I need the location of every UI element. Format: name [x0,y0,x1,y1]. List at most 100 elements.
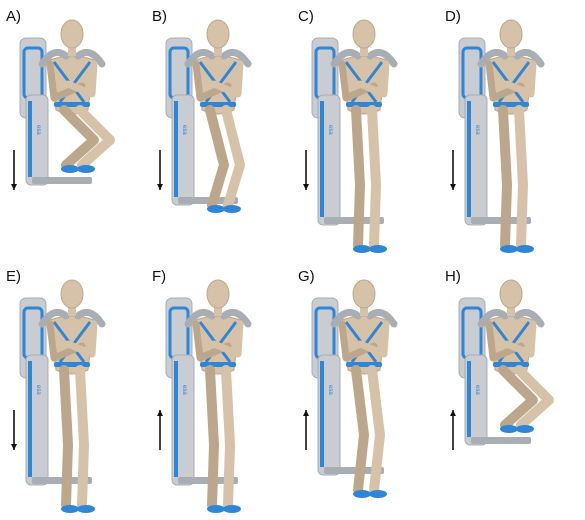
leg-column-stripe [320,361,324,467]
arrow-down-icon [450,150,456,190]
panel-illustration: esa [292,0,438,260]
esa-logo-text: esa [327,125,333,135]
panel-illustration: esa [292,260,438,520]
shoe-right [516,425,534,433]
shoe-right [223,205,241,213]
head [61,280,83,308]
leg-column-stripe [467,361,471,437]
shoe-left [353,245,371,253]
panel-h: esa H) [439,260,585,520]
shoe-right [369,245,387,253]
esa-logo-text: esa [181,385,187,395]
panel-illustration: esa [146,0,292,260]
esa-logo-text: esa [181,125,187,135]
shoe-right [77,165,95,173]
leg-column-stripe [467,101,471,217]
leg-right [519,110,523,245]
arrow-up-icon [157,410,163,450]
panel-label: G) [298,268,315,285]
leg-right [372,370,380,490]
panel-illustration: esa [439,0,585,260]
arrow-down-icon [157,150,163,190]
foot-plate [32,177,92,184]
panel-illustration: esa [0,0,146,260]
leg-column-stripe [174,361,178,477]
arrow-head [11,184,17,190]
panel-f: esa F) [146,260,292,520]
panel-illustration: esa [0,260,146,520]
shoe-right [516,245,534,253]
waist-belt [346,362,382,367]
head [207,20,229,48]
leg-left [64,370,68,505]
head [500,280,522,308]
shoe-left [353,490,371,498]
foot-plate [471,437,531,444]
shoe-left [500,425,518,433]
panel-label: A) [6,8,21,25]
arrow-head [450,410,456,416]
arrow-head [157,410,163,416]
waist-belt [200,102,236,107]
arrow-head [303,184,309,190]
waist-belt [200,362,236,367]
leg-column-stripe [174,101,178,197]
shoe-left [207,205,225,213]
shoe-right [369,490,387,498]
panel-label: B) [152,8,167,25]
esa-logo-text: esa [35,125,41,135]
panel-b: esa B) [146,0,292,260]
head [61,20,83,48]
leg-left [503,110,507,245]
head [353,280,375,308]
arrow-head [303,410,309,416]
panel-label: C) [298,8,314,25]
esa-logo-text: esa [327,385,333,395]
arrow-head [450,184,456,190]
panel-label: F) [152,268,166,285]
waist-belt [493,102,529,107]
arrow-head [11,444,17,450]
panel-d: esa D) [439,0,585,260]
arrow-up-icon [303,410,309,450]
waist-belt [346,102,382,107]
leg-left [356,110,360,245]
esa-logo-text: esa [474,385,480,395]
arrow-down-icon [11,410,17,450]
shoe-left [500,245,518,253]
head [207,280,229,308]
panel-label: E) [6,268,21,285]
leg-left [210,110,224,205]
esa-logo-text: esa [474,125,480,135]
panel-g: esa G) [292,260,438,520]
waist-belt [54,102,90,107]
arrow-head [157,184,163,190]
arrow-down-icon [11,150,17,190]
panel-illustration: esa [146,260,292,520]
waist-belt [493,362,529,367]
leg-left [210,370,214,505]
leg-column-stripe [28,101,32,177]
shoe-right [223,505,241,513]
arrow-up-icon [450,410,456,450]
shoe-left [61,505,79,513]
leg-right [372,110,376,245]
head [353,20,375,48]
leg-right [226,110,240,205]
waist-belt [54,362,90,367]
panel-a: esa A) [0,0,146,260]
leg-left [356,370,364,490]
panel-illustration: esa [439,260,585,520]
leg-right [226,370,230,505]
leg-column-stripe [28,361,32,477]
shoe-left [61,165,79,173]
panel-e: esa E) [0,260,146,520]
esa-logo-text: esa [35,385,41,395]
arrow-down-icon [303,150,309,190]
leg-column-stripe [320,101,324,217]
panel-c: esa C) [292,0,438,260]
shoe-left [207,505,225,513]
panel-label: D) [445,8,461,25]
panel-label: H) [445,268,461,285]
head [500,20,522,48]
